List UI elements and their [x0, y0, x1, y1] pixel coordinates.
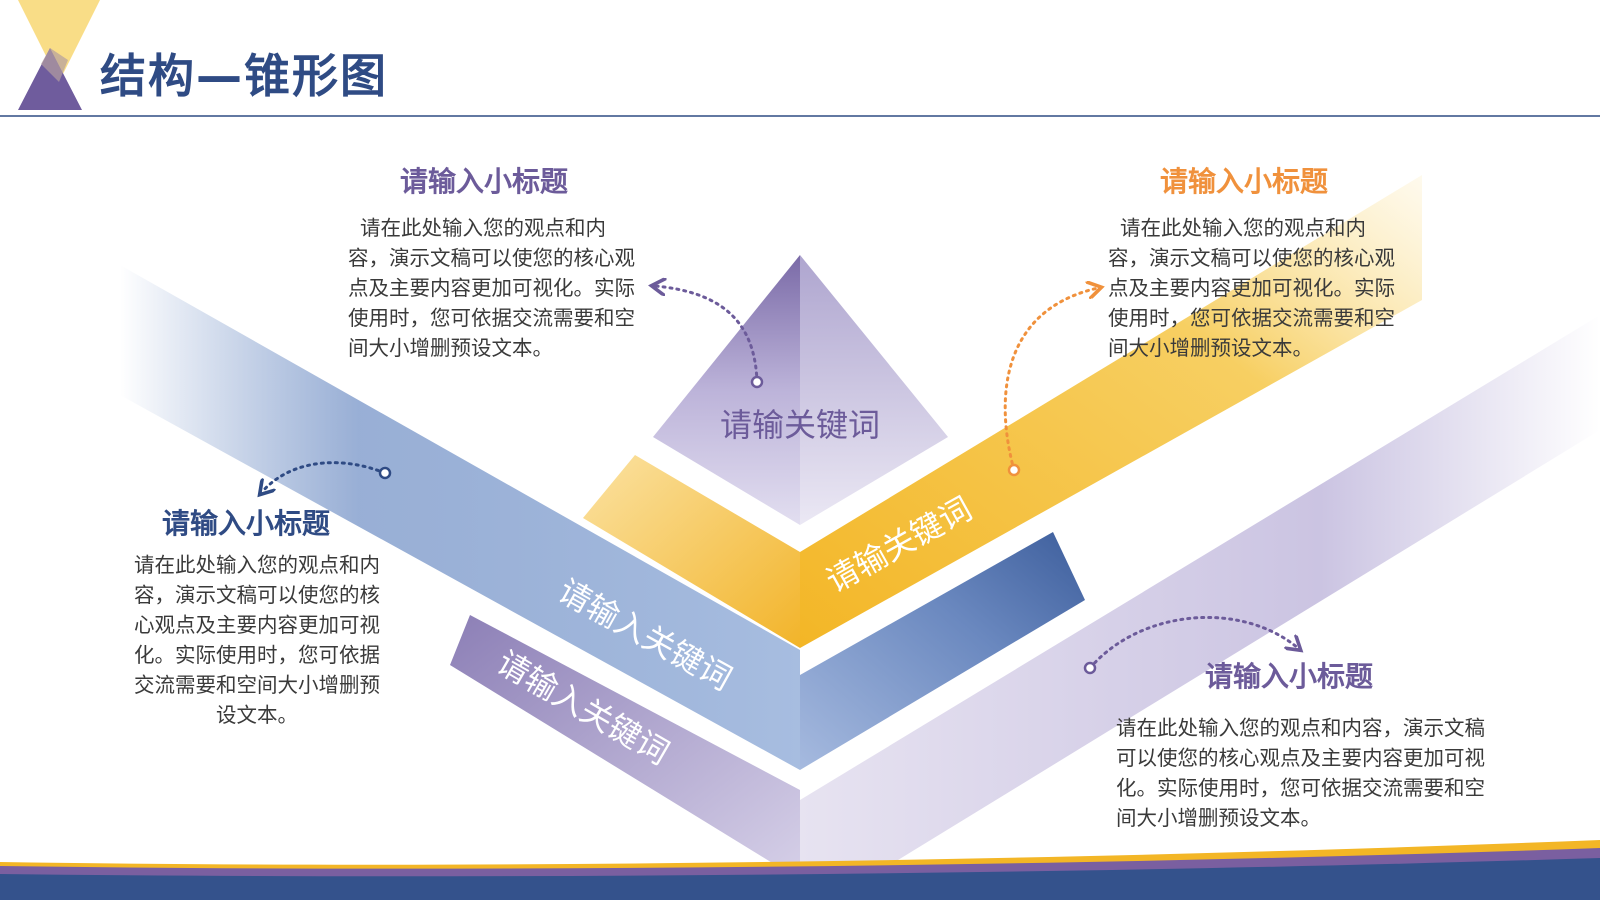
connector-top-left	[655, 286, 759, 384]
paragraph-top-left: 请在此处输入您的观点和内容，演示文稿可以使您的核心观点及主要内容更加可视化。实际…	[348, 216, 635, 360]
keyword-top: 请输关键词	[720, 406, 881, 444]
subtitle-top-left: 请输入小标题	[400, 165, 569, 198]
band-lavender-left-arm	[450, 615, 800, 880]
pyramid-left-face	[653, 255, 800, 525]
logo-yellow-triangle	[18, 0, 100, 82]
footer-navy-wave	[0, 858, 1600, 900]
subtitle-left: 请输入小标题	[162, 507, 331, 540]
band-blue-left	[120, 265, 800, 770]
band-yellow-right	[800, 175, 1422, 648]
paragraph-bottom-right: 请在此处输入您的观点和内容，演示文稿可以使您的核心观点及主要内容更加可视化。实际…	[1116, 716, 1485, 830]
connector-dot-top-left	[750, 375, 764, 389]
subtitle-bottom-right: 请输入小标题	[1205, 660, 1374, 693]
pyramid-right-face	[800, 255, 948, 525]
paragraph-top-right: 请在此处输入您的观点和内容，演示文稿可以使您的核心观点及主要内容更加可视化。实际…	[1108, 216, 1395, 360]
connector-left	[262, 461, 387, 492]
paragraph-left: 请在此处输入您的观点和内容，演示文稿可以使您的核心观点及主要内容更加可视化。实际…	[134, 553, 380, 727]
logo-overlap	[41, 48, 68, 82]
band-lavender-right	[800, 315, 1600, 900]
logo-purple-triangle	[18, 48, 82, 110]
band-blue-right-arm	[800, 532, 1085, 770]
connector-dot-bottom-right	[1083, 661, 1097, 675]
subtitle-top-right: 请输入小标题	[1160, 165, 1329, 198]
connector-bottom-right	[1088, 615, 1298, 670]
band-yellow-left-arm	[583, 455, 800, 648]
connector-dot-top-right	[1007, 463, 1021, 477]
connector-dot-left	[378, 466, 392, 480]
connector-top-right	[1003, 288, 1098, 472]
page-title: 结构—锥形图	[100, 49, 388, 103]
